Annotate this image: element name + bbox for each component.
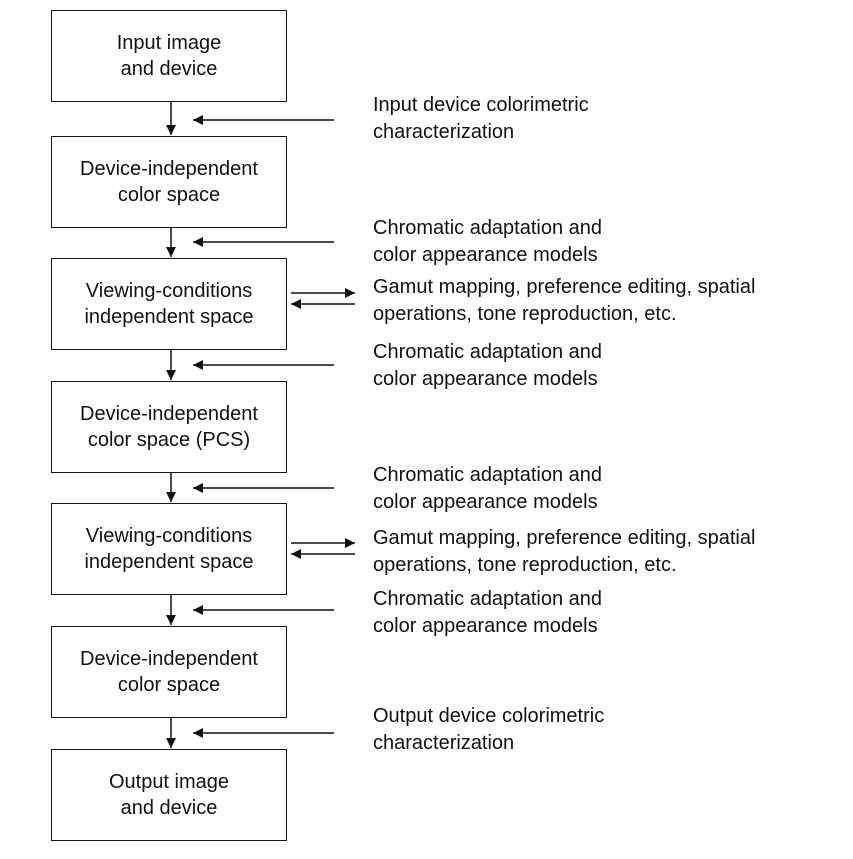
annotation-gamut-mapping: Gamut mapping, preference editing, spati… — [373, 274, 755, 328]
annotation-gamut-mapping: Gamut mapping, preference editing, spati… — [373, 525, 755, 579]
annotation-line: Gamut mapping, preference editing, spati… — [373, 527, 756, 549]
annotation-line: characterization — [373, 732, 515, 754]
annotation-line: color appearance models — [373, 244, 598, 266]
annotation-line: operations, tone reproduction, etc. — [373, 303, 677, 325]
annotation-line: Chromatic adaptation and — [373, 588, 603, 610]
annotation-output-characterization: Output device colorimetric characterizat… — [373, 703, 604, 757]
box-line: Input image — [116, 32, 222, 54]
stage-box-device-independent: Device-independent color space — [51, 136, 287, 228]
annotation-line: Gamut mapping, preference editing, spati… — [373, 276, 756, 298]
annotation-line: Chromatic adaptation and — [373, 217, 603, 239]
annotation-line: Input device colorimetric — [373, 94, 589, 116]
box-line: and device — [120, 58, 218, 80]
box-line: color space — [117, 674, 221, 696]
annotation-line: color appearance models — [373, 491, 598, 513]
stage-box-pcs: Device-independent color space (PCS) — [51, 381, 287, 473]
stage-box-input: Input image and device — [51, 10, 287, 102]
box-line: Device-independent — [80, 403, 258, 425]
annotation-line: characterization — [373, 121, 515, 143]
annotation-chromatic-adaptation: Chromatic adaptation and color appearanc… — [373, 462, 602, 516]
annotation-chromatic-adaptation: Chromatic adaptation and color appearanc… — [373, 339, 602, 393]
stage-box-viewing-conditions: Viewing-conditions independent space — [51, 258, 287, 350]
stage-box-output: Output image and device — [51, 749, 287, 841]
annotation-line: Chromatic adaptation and — [373, 341, 603, 363]
stage-box-device-independent: Device-independent color space — [51, 626, 287, 718]
box-line: Device-independent — [80, 158, 258, 180]
box-line: Viewing-conditions — [85, 280, 253, 302]
annotation-line: Output device colorimetric — [373, 705, 605, 727]
box-line: independent space — [84, 306, 254, 328]
annotation-line: operations, tone reproduction, etc. — [373, 554, 677, 576]
box-line: Output image — [108, 771, 230, 793]
box-line: Viewing-conditions — [85, 525, 253, 547]
annotation-line: color appearance models — [373, 615, 598, 637]
annotation-line: Chromatic adaptation and — [373, 464, 603, 486]
box-line: Device-independent — [80, 648, 258, 670]
box-line: and device — [120, 797, 218, 819]
annotation-line: color appearance models — [373, 368, 598, 390]
annotation-chromatic-adaptation: Chromatic adaptation and color appearanc… — [373, 586, 602, 640]
annotation-input-characterization: Input device colorimetric characterizati… — [373, 92, 589, 146]
stage-box-viewing-conditions: Viewing-conditions independent space — [51, 503, 287, 595]
annotation-chromatic-adaptation: Chromatic adaptation and color appearanc… — [373, 215, 602, 269]
box-line: color space — [117, 184, 221, 206]
box-line: independent space — [84, 551, 254, 573]
box-line: color space (PCS) — [87, 429, 251, 451]
